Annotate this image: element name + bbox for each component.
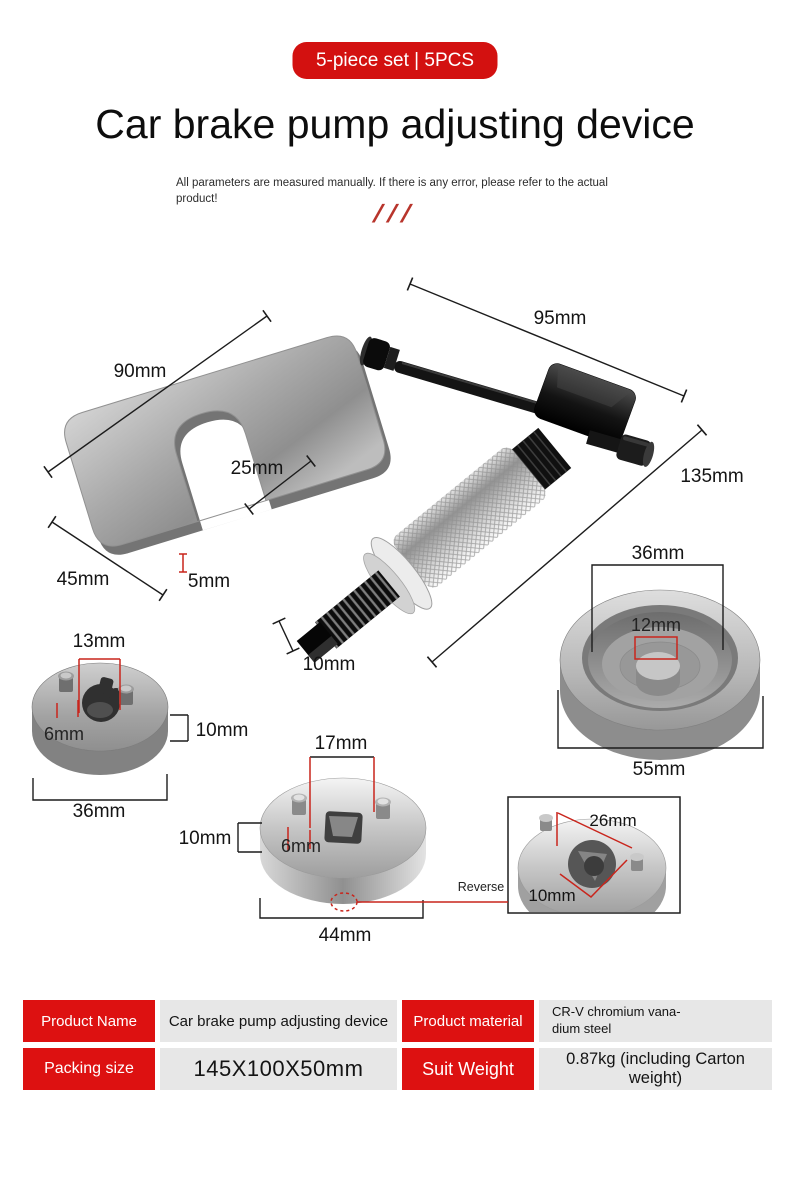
disc2-pin-right (375, 797, 391, 819)
page-title: Car brake pump adjusting device (95, 101, 695, 147)
spec-label-product-name: Product Name (23, 1000, 155, 1042)
adapter-disc-36mm (31, 662, 169, 775)
reverse-box (507, 796, 681, 914)
decor-slashes: /// (371, 200, 419, 228)
dim-cup-outer: 55mm (633, 759, 686, 780)
dim-disc2-pin-spacing: 17mm (315, 733, 368, 754)
disc2-pin-left (291, 793, 307, 815)
set-count-badge: 5-piece set | 5PCS (292, 42, 498, 79)
disc1-pin-right (118, 684, 134, 705)
dim-tool-length: 135mm (680, 466, 743, 487)
dim-plate-thickness: 5mm (188, 571, 230, 592)
dim-disc3-pin-spacing: 26mm (589, 811, 636, 830)
dim-disc2-pin: 6mm (281, 836, 321, 856)
t-handle-knob (359, 336, 400, 371)
dim-handle-length: 95mm (534, 308, 587, 329)
reverse-note-label: Reverse (458, 880, 505, 894)
disc1-pin-left (58, 671, 74, 692)
spec-value-suit-weight: 0.87kg (including Carton weight) (539, 1048, 772, 1090)
spacer-plate (64, 335, 391, 555)
dim-disc1-pin: 6mm (44, 724, 84, 744)
dim-disc3-hole: 10mm (528, 886, 575, 905)
dim-disc2-diameter: 44mm (319, 925, 372, 946)
dim-disc1-diameter: 36mm (73, 801, 126, 822)
dim-plate-notch: 25mm (231, 458, 284, 479)
disc3-pin-left (539, 814, 553, 831)
dim-tip-width: 10mm (303, 654, 356, 675)
hex-head (534, 363, 636, 445)
spec-value-packing-size: 145X100X50mm (160, 1048, 397, 1090)
dimension-lines-red (56, 553, 678, 912)
spec-label-product-material: Product material (402, 1000, 534, 1042)
disclaimer-text: All parameters are measured manually. If… (176, 177, 608, 205)
dimension-labels: 95mm 90mm 25mm 45mm 5mm 135mm 10mm 36mm … (44, 308, 744, 946)
dim-cup-inner: 36mm (632, 543, 685, 564)
spec-label-suit-weight: Suit Weight (402, 1048, 534, 1090)
adapter-disc-reverse (517, 814, 667, 912)
dim-plate-width: 45mm (57, 569, 110, 590)
dim-disc1-pin-spacing: 13mm (73, 631, 126, 652)
spec-table: Product Name Car brake pump adjusting de… (23, 1000, 772, 1090)
spec-value-product-name: Car brake pump adjusting device (160, 1000, 397, 1042)
dim-disc1-thickness: 10mm (196, 720, 249, 741)
product-diagram: 95mm 90mm 25mm 45mm 5mm 135mm 10mm 36mm … (31, 277, 764, 946)
dim-plate-length: 90mm (114, 361, 167, 382)
dim-disc2-thickness: 10mm (179, 828, 232, 849)
disc3-pin-right (630, 853, 644, 871)
dim-cup-hub: 12mm (631, 615, 681, 635)
spec-value-product-material: CR-V chromium vana- dium steel (539, 1000, 772, 1042)
adapter-disc-44mm (259, 777, 427, 904)
dimension-lines-black (32, 277, 764, 919)
spec-label-packing-size: Packing size (23, 1048, 155, 1090)
